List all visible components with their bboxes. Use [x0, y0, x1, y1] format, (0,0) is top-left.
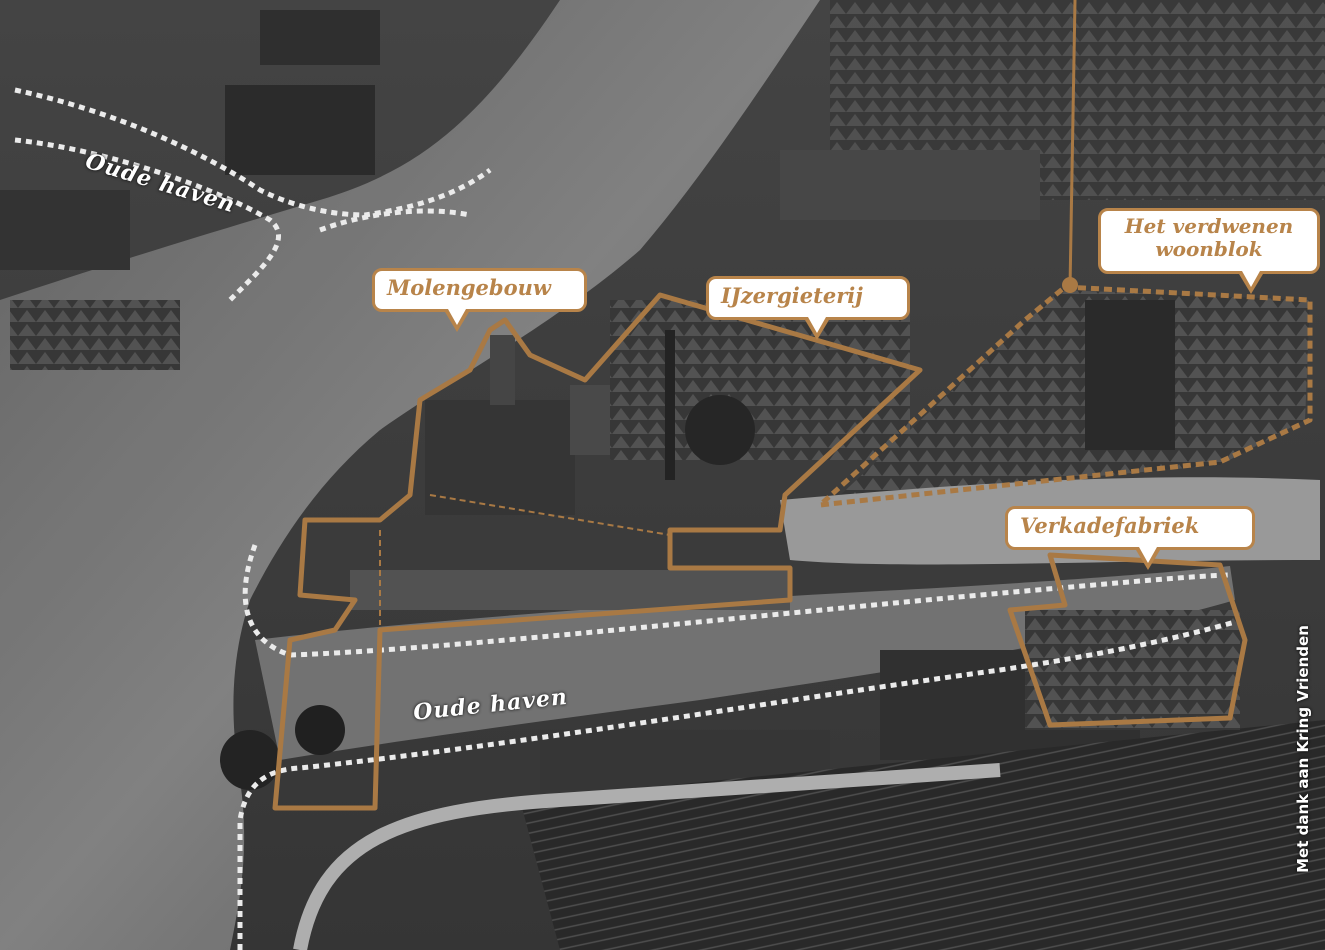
label-ijzergieterij: IJzergieterij: [706, 276, 910, 340]
callout-tail-fill: [808, 317, 826, 333]
photo-credit: Met dank aan Kring Vrienden: [1294, 625, 1312, 873]
molengebouw-outline: [272, 292, 923, 811]
label-verkadefabriek: Verkadefabriek: [1005, 506, 1255, 570]
callout-tail-fill: [1139, 547, 1157, 563]
label-woonblok-line2: woonblok: [1155, 237, 1263, 261]
label-molengebouw: Molengebouw: [372, 268, 587, 332]
old-harbor-water: [255, 566, 1235, 760]
verkadefabriek-outline: [1007, 552, 1248, 728]
old-harbor-outline-top: [14, 87, 492, 218]
old-harbor-outline-bottom: [242, 544, 1233, 658]
label-verkadefabriek-text: Verkadefabriek: [1020, 513, 1200, 538]
label-molengebouw-text: Molengebouw: [387, 275, 551, 300]
label-woonblok: Het verdwenen woonblok: [1098, 208, 1320, 294]
river-water: [0, 0, 820, 950]
callout-tail-fill: [1242, 271, 1260, 287]
label-ijzergieterij-text: IJzergieterij: [721, 283, 863, 308]
callout-tail-fill: [448, 309, 466, 325]
label-woonblok-line1: Het verdwenen: [1124, 214, 1294, 238]
